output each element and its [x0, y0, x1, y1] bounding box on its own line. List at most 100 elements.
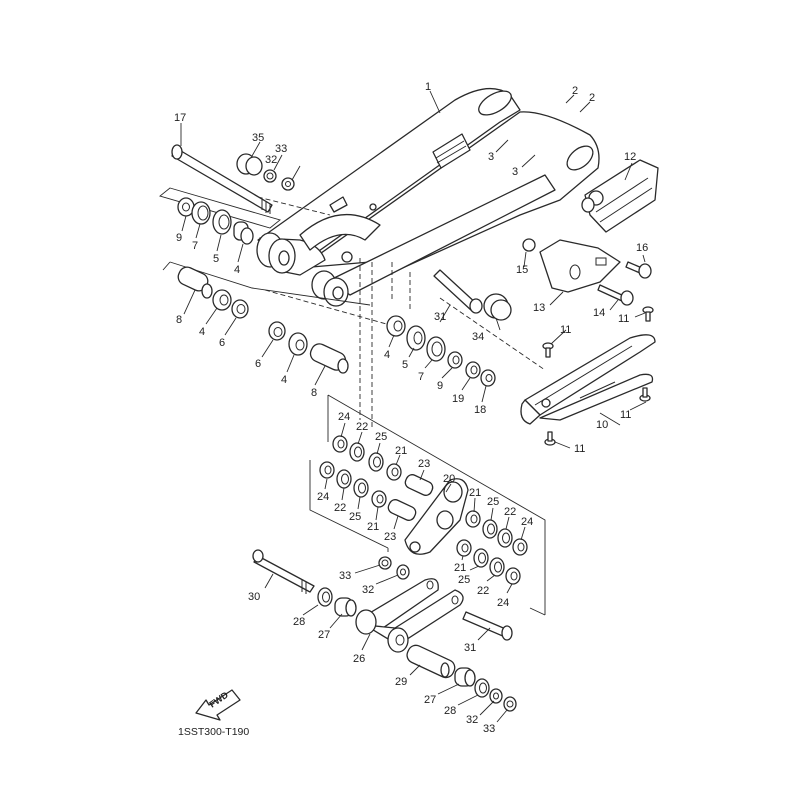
callout-15[interactable]: 15 — [516, 264, 528, 276]
callout-4[interactable]: 4 — [199, 326, 205, 338]
nut-18[interactable] — [480, 369, 496, 387]
thrust-cover-24c[interactable] — [512, 538, 528, 556]
callout-34[interactable]: 34 — [472, 331, 484, 343]
callout-29[interactable]: 29 — [395, 676, 407, 688]
bolt-11a[interactable] — [542, 342, 554, 358]
callout-21[interactable]: 21 — [395, 445, 407, 457]
bearing-5-right[interactable] — [406, 325, 426, 351]
pivot-shaft[interactable] — [171, 144, 273, 214]
callout-18[interactable]: 18 — [474, 404, 486, 416]
collar-27b[interactable] — [454, 667, 476, 687]
callout-32[interactable]: 32 — [466, 714, 478, 726]
callout-19[interactable]: 19 — [452, 393, 464, 405]
collar-4[interactable] — [233, 221, 254, 245]
callout-25[interactable]: 25 — [458, 574, 470, 586]
callout-16[interactable]: 16 — [636, 242, 648, 254]
bearing-5[interactable] — [212, 209, 232, 235]
callout-32[interactable]: 32 — [265, 154, 277, 166]
callout-13[interactable]: 13 — [533, 302, 545, 314]
collar-4-right[interactable] — [386, 315, 406, 337]
bolt-16[interactable] — [625, 261, 652, 279]
oil-seal-7-right[interactable] — [426, 336, 446, 362]
callout-31[interactable]: 31 — [434, 311, 446, 323]
washer-32-top[interactable] — [281, 177, 295, 191]
oil-seal-22b[interactable] — [336, 469, 352, 489]
callout-5[interactable]: 5 — [402, 359, 408, 371]
bearing-21c[interactable] — [465, 510, 481, 528]
bolt-30[interactable] — [252, 549, 315, 594]
callout-33[interactable]: 33 — [483, 723, 495, 735]
callout-22[interactable]: 22 — [356, 421, 368, 433]
bearing-21d[interactable] — [456, 539, 472, 557]
washer-25d[interactable] — [473, 548, 489, 568]
relay-arm[interactable] — [404, 478, 469, 555]
callout-23[interactable]: 23 — [384, 531, 396, 543]
callout-24[interactable]: 24 — [497, 597, 509, 609]
collar-35[interactable] — [236, 153, 263, 176]
oil-seal-22a[interactable] — [349, 442, 365, 462]
bearing-21a[interactable] — [386, 463, 402, 481]
washer-19[interactable] — [465, 361, 481, 379]
callout-30[interactable]: 30 — [248, 591, 260, 603]
collar-4-mid[interactable] — [288, 332, 308, 356]
collar-4-left[interactable] — [212, 289, 232, 311]
thrust-cover-24b[interactable] — [319, 461, 335, 479]
washer-25b[interactable] — [353, 478, 369, 498]
nut-33-mid[interactable] — [378, 556, 392, 570]
bolt-14[interactable] — [597, 284, 634, 306]
collar-8-left[interactable] — [176, 265, 213, 299]
callout-5[interactable]: 5 — [213, 253, 219, 265]
bolt-11b[interactable] — [642, 306, 654, 322]
callout-11[interactable]: 11 — [574, 443, 585, 455]
callout-21[interactable]: 21 — [469, 487, 481, 499]
callout-22[interactable]: 22 — [504, 506, 516, 518]
callout-27[interactable]: 27 — [424, 694, 436, 706]
callout-33[interactable]: 33 — [275, 143, 287, 155]
callout-26[interactable]: 26 — [353, 653, 365, 665]
callout-10[interactable]: 10 — [596, 419, 608, 431]
oil-seal-28a[interactable] — [317, 587, 333, 607]
callout-21[interactable]: 21 — [454, 562, 466, 574]
callout-28[interactable]: 28 — [293, 616, 305, 628]
callout-35[interactable]: 35 — [252, 132, 264, 144]
oil-seal-22c[interactable] — [497, 528, 513, 548]
callout-25[interactable]: 25 — [487, 496, 499, 508]
callout-27[interactable]: 27 — [318, 629, 330, 641]
cap-34[interactable] — [483, 293, 512, 321]
callout-4[interactable]: 4 — [281, 374, 287, 386]
collar-29[interactable] — [404, 643, 457, 680]
thrust-cover-9-right[interactable] — [447, 351, 463, 369]
callout-3[interactable]: 3 — [512, 166, 518, 178]
bearing-6-left[interactable] — [231, 299, 249, 319]
callout-11[interactable]: 11 — [620, 409, 631, 421]
collar-23b[interactable] — [386, 498, 417, 523]
chain-support[interactable] — [520, 334, 656, 425]
callout-7[interactable]: 7 — [192, 240, 198, 252]
callout-31[interactable]: 31 — [464, 642, 476, 654]
callout-8[interactable]: 8 — [176, 314, 182, 326]
callout-11[interactable]: 11 — [618, 313, 629, 325]
callout-6[interactable]: 6 — [255, 358, 261, 370]
callout-14[interactable]: 14 — [593, 307, 605, 319]
washer-32-bottom[interactable] — [489, 688, 503, 704]
bolt-31-top[interactable] — [433, 269, 483, 314]
callout-17[interactable]: 17 — [174, 112, 186, 124]
collar-23a[interactable] — [403, 473, 434, 498]
callout-24[interactable]: 24 — [521, 516, 533, 528]
callout-9[interactable]: 9 — [176, 232, 182, 244]
bearing-6-mid[interactable] — [268, 321, 286, 341]
washer-25a[interactable] — [368, 452, 384, 472]
callout-2[interactable]: 2 — [589, 92, 595, 104]
nut-33-top[interactable] — [263, 169, 277, 183]
thrust-cover-24d[interactable] — [505, 567, 521, 585]
washer-25c[interactable] — [482, 519, 498, 539]
rear-arm[interactable] — [256, 86, 600, 307]
nut-15[interactable] — [522, 238, 536, 252]
nut-33-bottom[interactable] — [503, 696, 517, 712]
oil-seal-28b[interactable] — [474, 678, 490, 698]
oil-seal-22d[interactable] — [489, 557, 505, 577]
chain-guide[interactable] — [581, 159, 659, 233]
thrust-cover-24a[interactable] — [332, 435, 348, 453]
washer-32-mid[interactable] — [396, 564, 410, 580]
callout-28[interactable]: 28 — [444, 705, 456, 717]
